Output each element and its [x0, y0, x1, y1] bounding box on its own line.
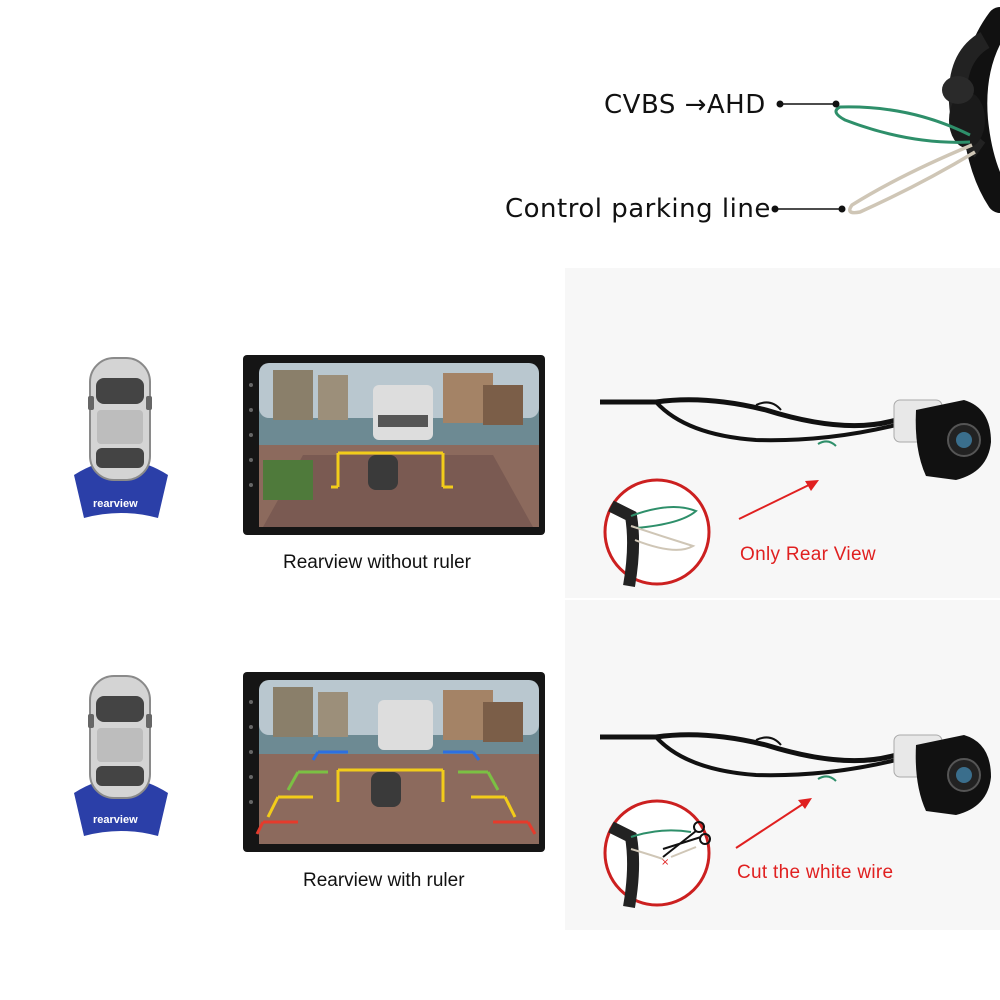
car-top-view-icon: [74, 675, 168, 836]
caption-without-ruler: Rearview without ruler: [283, 552, 471, 573]
rearview-fan-label: rearview: [93, 814, 138, 826]
arrow-icon: [738, 480, 819, 520]
only-rear-view-note: Only Rear View: [740, 544, 876, 565]
wire-diagram: [480, 0, 1000, 260]
loop-wire-icon: [603, 478, 711, 588]
red-arrow-1: [735, 475, 825, 525]
camera-photo-2: [596, 715, 996, 835]
rearview-camera-screen: [243, 355, 545, 535]
car-rearview-diagram-2: rearview: [66, 668, 176, 838]
rear-camera-icon: [600, 732, 991, 815]
wire-closeup-circle-2: ×: [601, 797, 713, 909]
background-panel-top: [0, 0, 1000, 260]
scissors-icon: ×: [603, 799, 711, 909]
arrow-icon: [735, 798, 812, 849]
parking-line-label: Control parking line: [505, 194, 771, 224]
rearview-camera-screen-with-guides: [243, 672, 545, 852]
red-arrow-2: [732, 792, 822, 852]
caption-with-ruler: Rearview with ruler: [303, 870, 465, 891]
cvbs-ahd-label: CVBS →AHD: [604, 90, 766, 120]
camera-photo-1: [596, 380, 996, 500]
camera-wire-illustration: [771, 7, 1000, 215]
wire-closeup-circle-1: [601, 476, 713, 588]
svg-text:×: ×: [661, 857, 669, 868]
cut-white-wire-note: Cut the white wire: [737, 862, 894, 883]
rearview-fan-label: rearview: [93, 498, 138, 510]
car-top-view-icon: [74, 357, 168, 518]
headunit-screen-without-ruler: [243, 355, 545, 535]
headunit-screen-with-ruler: [243, 672, 545, 852]
rear-camera-icon: [600, 397, 991, 480]
car-rearview-diagram-1: rearview: [66, 350, 176, 520]
